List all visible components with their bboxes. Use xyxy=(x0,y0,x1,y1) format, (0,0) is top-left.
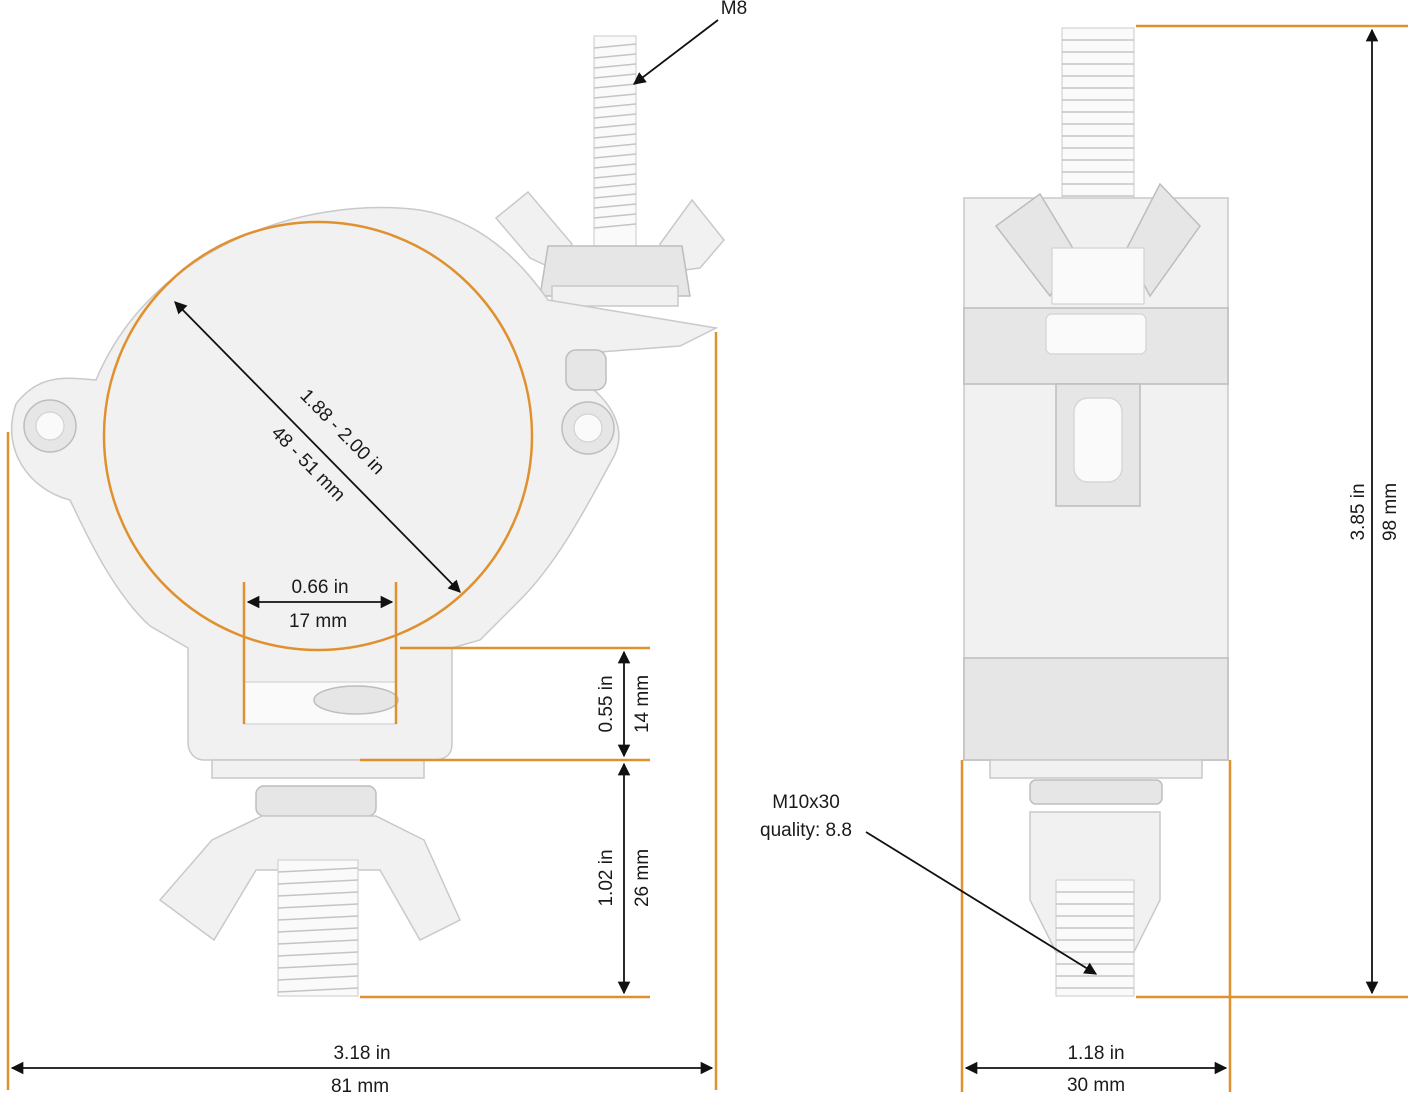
side-guide-lines xyxy=(960,24,1408,1092)
bolt-spec-label: M10x30 xyxy=(772,792,840,813)
diameter-dimension-line xyxy=(174,301,461,593)
front-view: M8 1.88 - 2.00 in 48 - 51 mm 0.66 in 17 … xyxy=(6,0,747,1097)
depth-mm-label: 30 mm xyxy=(1067,1075,1125,1096)
front-guide-lines xyxy=(6,332,718,1090)
tube-outline xyxy=(102,220,534,652)
top-wing-nut xyxy=(494,190,725,307)
side-body xyxy=(963,182,1229,761)
base-height-in-label: 0.55 in xyxy=(596,675,617,732)
m8-label: M8 xyxy=(721,0,747,19)
side-view: M10x30 quality: 8.8 3.85 in 98 mm 1.18 i… xyxy=(760,24,1408,1096)
slot-width-mm-label: 17 mm xyxy=(289,611,347,632)
m8-leader-line xyxy=(632,19,719,85)
top-bolt xyxy=(593,35,637,249)
bottom-bolt xyxy=(158,759,461,997)
side-bottom-bolt xyxy=(989,759,1203,997)
slot-width-in-label: 0.66 in xyxy=(291,577,348,598)
base-height-mm-label: 14 mm xyxy=(632,675,653,733)
overall-width-mm-label: 81 mm xyxy=(331,1076,389,1097)
overall-height-mm-label: 98 mm xyxy=(1380,483,1401,541)
bolt-length-in-label: 1.02 in xyxy=(596,849,617,906)
overall-width-in-label: 3.18 in xyxy=(333,1043,390,1064)
bolt-length-mm-label: 26 mm xyxy=(632,849,653,907)
depth-in-label: 1.18 in xyxy=(1067,1043,1124,1064)
m10-leader-line xyxy=(865,831,1098,975)
bolt-quality-label: quality: 8.8 xyxy=(760,820,852,841)
overall-height-in-label: 3.85 in xyxy=(1348,483,1369,540)
